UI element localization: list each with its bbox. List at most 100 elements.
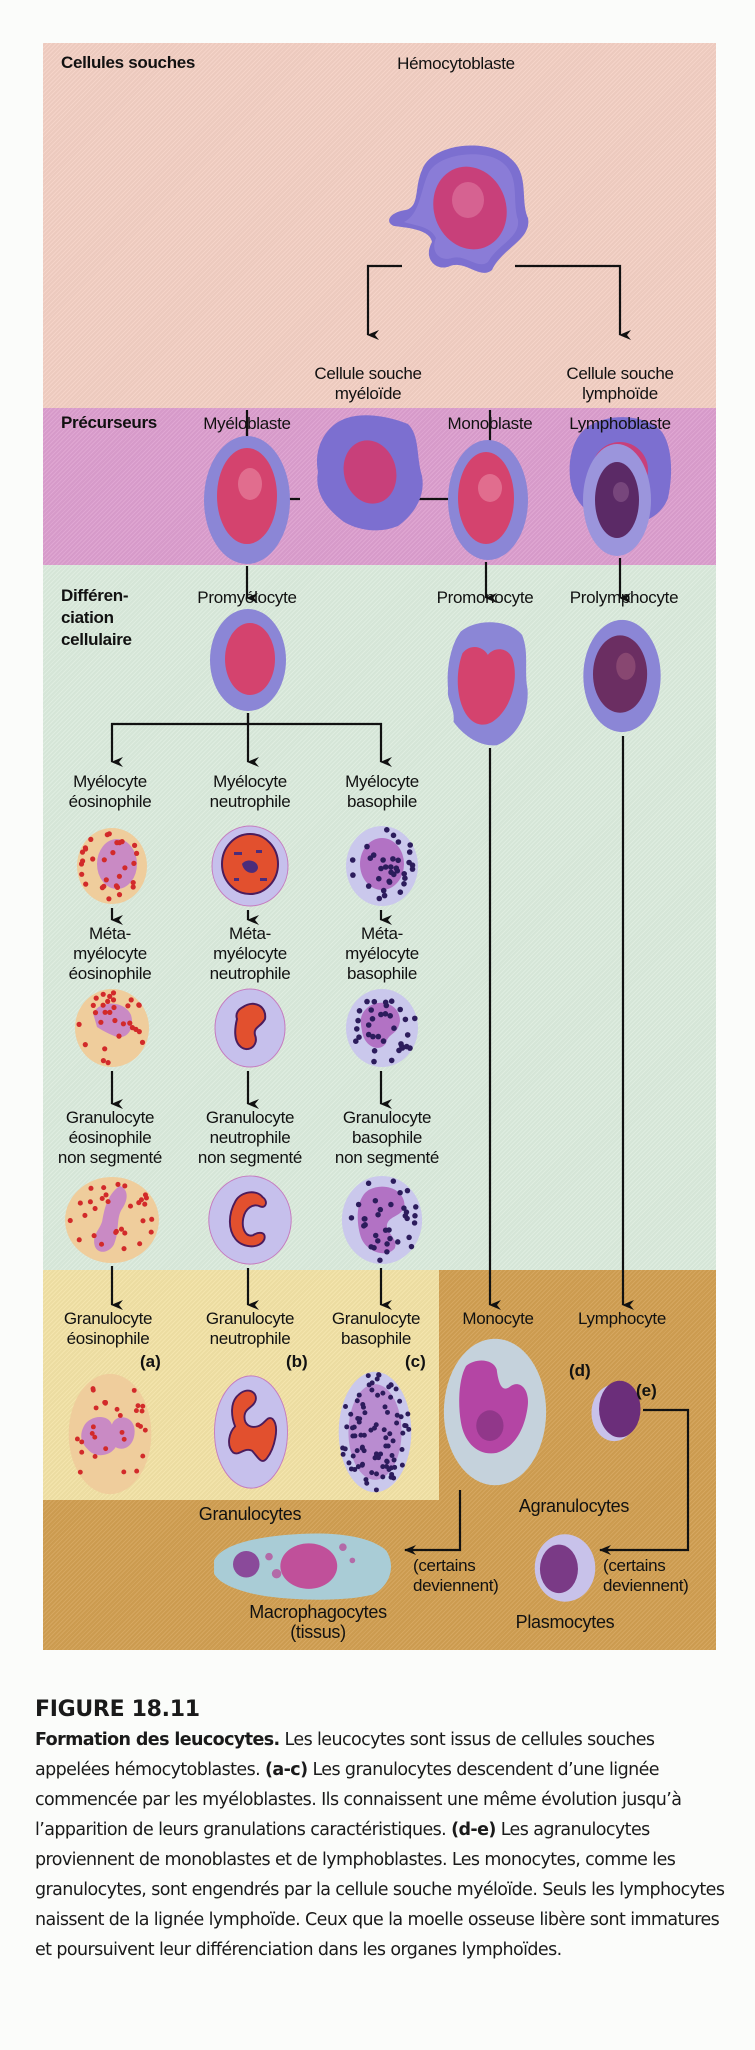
- granule: [110, 997, 117, 1003]
- granule: [369, 1380, 375, 1386]
- label-line: Granulocyte: [63, 1309, 153, 1328]
- label-line: myélocyte: [345, 944, 419, 963]
- caption-title: Formation des leucocytes.: [35, 1730, 280, 1750]
- granule: [362, 1410, 368, 1416]
- myelocyte-eosinophil-cell: [77, 828, 147, 904]
- label-myeloid-stem: Cellule souche myéloïde: [314, 364, 422, 404]
- granule: [385, 1443, 391, 1449]
- granule: [82, 1212, 88, 1218]
- band-neutrophil-cell: [208, 1175, 292, 1265]
- granule: [105, 998, 111, 1004]
- granule: [355, 1017, 361, 1024]
- granule: [143, 1195, 149, 1201]
- granule: [346, 1460, 352, 1466]
- granule: [388, 1382, 394, 1388]
- tag-d: (d): [569, 1361, 591, 1380]
- label-line: éosinophile: [68, 964, 152, 983]
- granule: [122, 1230, 128, 1236]
- granule: [380, 1038, 387, 1044]
- label-line: Myélocyte: [345, 772, 419, 791]
- granule: [101, 1185, 107, 1191]
- granule: [77, 1200, 83, 1206]
- label-line: neutrophile: [209, 1329, 291, 1348]
- granule: [382, 864, 389, 870]
- granule: [92, 1206, 98, 1212]
- basophil-cell: [338, 1371, 412, 1493]
- granule: [391, 1457, 397, 1463]
- figure-number: FIGURE 18.11: [35, 1697, 200, 1722]
- label-line: neutrophile: [209, 964, 291, 983]
- granule: [362, 1222, 368, 1228]
- label-prolymphocyte: Prolymphocyte: [569, 588, 679, 607]
- myelocyte-neutrophil-cell: [211, 825, 289, 907]
- granule: [408, 1243, 415, 1250]
- granule: [149, 1216, 155, 1222]
- granule: [384, 1249, 390, 1255]
- granule: [383, 1435, 389, 1441]
- label-line: non segmenté: [334, 1148, 440, 1167]
- label-line: Granulocyte: [205, 1309, 295, 1328]
- label-line: basophile: [346, 792, 418, 811]
- granule: [340, 1451, 346, 1457]
- granule: [90, 856, 96, 862]
- neutrophil-cell: [214, 1375, 288, 1489]
- granule: [380, 1474, 386, 1480]
- granule: [128, 997, 134, 1003]
- granule: [101, 857, 107, 863]
- promyelocyte-cell: [210, 609, 286, 711]
- granule: [115, 1181, 121, 1187]
- granule: [102, 1009, 108, 1015]
- label-band-eosinophil: Granulocyte éosinophile non segmenté: [58, 1108, 162, 1168]
- label-granulocytes-group: Granulocytes: [198, 1504, 302, 1524]
- label-basophil: Granulocyte basophile: [332, 1309, 421, 1349]
- granule: [374, 1471, 379, 1477]
- granule: [369, 1016, 376, 1022]
- granule: [380, 857, 386, 863]
- granule: [411, 1220, 418, 1226]
- granule: [132, 842, 138, 848]
- label-myelocyte-eosinophil: Myélocyte éosinophile: [69, 772, 152, 812]
- granule: [356, 1392, 362, 1398]
- tag-c: (c): [405, 1352, 426, 1371]
- granule: [67, 1218, 73, 1224]
- granule: [386, 1466, 392, 1472]
- granule: [78, 861, 85, 867]
- granule: [393, 1386, 399, 1392]
- granule: [370, 1033, 376, 1040]
- granule: [349, 857, 356, 863]
- granule: [91, 1233, 97, 1239]
- granule: [401, 871, 407, 877]
- granule: [373, 1487, 379, 1493]
- granule: [367, 855, 374, 861]
- granule: [133, 1408, 139, 1414]
- granule: [381, 1427, 387, 1433]
- granule: [340, 1445, 346, 1451]
- granule: [402, 875, 408, 881]
- granule: [378, 1011, 384, 1018]
- label-myelocyte-neutrophil: Myélocyte neutrophile: [210, 772, 291, 812]
- granule: [388, 1201, 394, 1208]
- granule: [393, 865, 400, 871]
- granule: [103, 1192, 109, 1198]
- label-agranulocytes-group: Agranulocytes: [518, 1496, 630, 1516]
- granule: [375, 1238, 381, 1244]
- caption-ref-ac: (a-c): [265, 1760, 308, 1780]
- granule: [364, 843, 370, 850]
- granule: [365, 1180, 372, 1187]
- label-lymphoid-stem: Cellule souche lymphoïde: [566, 364, 674, 404]
- label-monoblast: Monoblaste: [447, 414, 533, 433]
- granule: [378, 865, 384, 872]
- granule: [365, 883, 372, 889]
- granule: [120, 1021, 126, 1027]
- granule: [399, 1446, 405, 1452]
- granule: [140, 1453, 146, 1459]
- label-line: myélocyte: [213, 944, 287, 963]
- granule: [381, 892, 388, 899]
- granule: [355, 1201, 362, 1208]
- granule: [350, 1425, 355, 1431]
- granule: [134, 850, 140, 856]
- granule: [121, 1436, 127, 1442]
- granule: [388, 998, 395, 1004]
- granule: [375, 1392, 381, 1398]
- granule: [134, 1468, 140, 1474]
